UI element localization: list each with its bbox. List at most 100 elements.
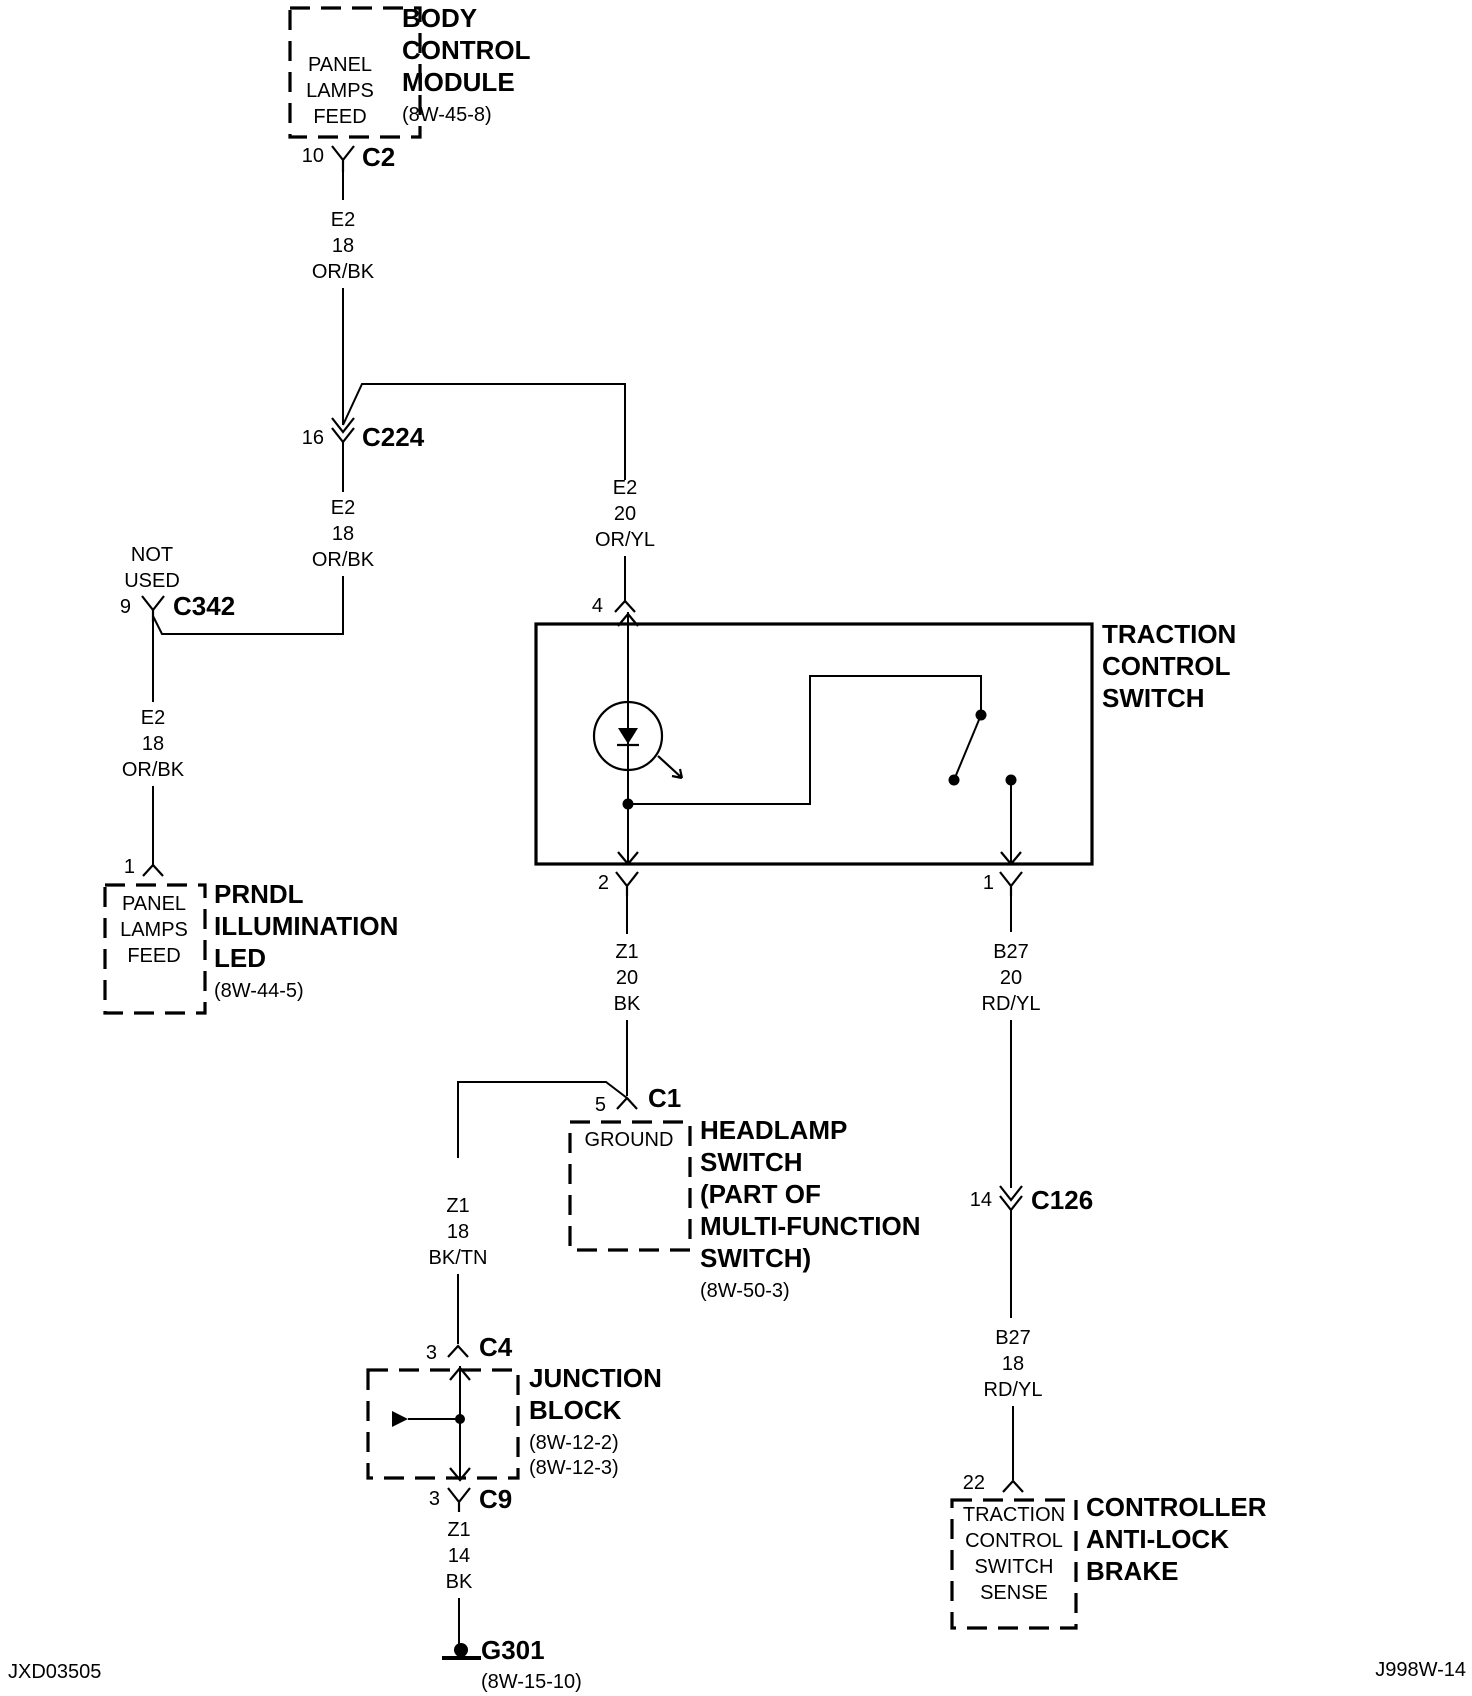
led-light-arrow [657, 755, 684, 780]
c224-label: C224 [362, 422, 425, 452]
connector-c1: 5 C1 [595, 1083, 681, 1116]
wire-w6-label: B27 20 RD/YL [982, 941, 1041, 1015]
wire-w5-label: Z1 20 BK [614, 941, 641, 1015]
ts-name-3: SWITCH [1102, 683, 1205, 713]
w3-circuit: E2 [613, 477, 637, 499]
c2-label: C2 [362, 142, 395, 172]
w2-color: OR/BK [312, 549, 375, 571]
junction-dashed-box [366, 1368, 520, 1480]
headlamp-pin-label: GROUND [585, 1129, 674, 1151]
bcm-name-3: MODULE [402, 67, 515, 97]
w7-gauge: 18 [447, 1221, 469, 1243]
wire-w2-lower [152, 576, 344, 635]
c126-pin-number: 14 [970, 1189, 992, 1211]
c1-connector-symbol [616, 1096, 638, 1110]
c126-connector-symbol [999, 1185, 1023, 1212]
footer-right-code: J998W-14 [1375, 1659, 1466, 1681]
junction-arrow-bottom [449, 1467, 471, 1482]
c4-pin-number: 3 [426, 1342, 437, 1364]
ts-pin1-number: 1 [983, 872, 994, 894]
ts-pin2-symbol [615, 871, 639, 896]
switch-contact-open [948, 774, 960, 786]
ground-icon [454, 1643, 468, 1657]
w6-color: RD/YL [982, 993, 1041, 1015]
bcm-dashed-box [288, 6, 422, 139]
ts-pin4-number: 4 [592, 595, 603, 617]
c224-pin-number: 16 [302, 427, 324, 449]
abs-pin-symbol [1002, 1479, 1024, 1493]
wire-w3-label: E2 20 OR/YL [595, 477, 655, 551]
w4-gauge: 18 [142, 733, 164, 755]
wire-w7-label: Z1 18 BK/TN [429, 1195, 488, 1269]
bcm-pin-label-3: FEED [313, 106, 366, 128]
ground-name: G301 [481, 1635, 545, 1665]
bcm-name-1: BODY [402, 3, 477, 33]
junction-name-2: BLOCK [529, 1395, 622, 1425]
c9-label: C9 [479, 1484, 512, 1514]
junction-name-1: JUNCTION [529, 1363, 662, 1393]
c4-connector-symbol [447, 1344, 469, 1358]
connector-c126: 14 C126 [970, 1185, 1093, 1215]
connector-c342: NOT USED 9 C342 [120, 544, 235, 622]
abs-pin-label-2: CONTROL [965, 1530, 1063, 1552]
footer-left-code: JXD03505 [8, 1661, 101, 1683]
headlamp-ref: (8W-50-3) [700, 1280, 790, 1302]
c2-connector-symbol [331, 145, 355, 172]
c1-pin-number: 5 [595, 1094, 606, 1116]
prndl-pin-label-1: PANEL [122, 893, 186, 915]
c126-label: C126 [1031, 1185, 1093, 1215]
connector-c4: 3 C4 [426, 1332, 513, 1364]
headlamp-name-5: SWITCH) [700, 1243, 811, 1273]
junction-ref-2: (8W-12-3) [529, 1457, 619, 1479]
headlamp-switch: GROUND HEADLAMP SWITCH (PART OF MULTI-FU… [568, 1115, 920, 1302]
w8-gauge: 18 [1002, 1353, 1024, 1375]
w6-gauge: 20 [1000, 967, 1022, 989]
anti-lock-brake-controller: 22 TRACTION CONTROL SWITCH SENSE CONTROL… [950, 1472, 1267, 1630]
w1-circuit: E2 [331, 209, 355, 231]
w1-gauge: 18 [332, 235, 354, 257]
ts-internal-output-arrow [1000, 851, 1022, 866]
prndl-pin-symbol [142, 863, 164, 877]
abs-name-1: CONTROLLER [1086, 1492, 1267, 1522]
prndl-pin-label-2: LAMPS [120, 919, 188, 941]
headlamp-name-1: HEADLAMP [700, 1115, 847, 1145]
w9-color: BK [446, 1571, 473, 1593]
wire-w9-label: Z1 14 BK [446, 1519, 473, 1593]
ts-pin1-symbol [999, 871, 1023, 896]
prndl-pin-number: 1 [124, 856, 135, 878]
w8-color: RD/YL [984, 1379, 1043, 1401]
prndl-ref: (8W-44-5) [214, 980, 304, 1002]
connector-c224: 16 C224 [302, 417, 425, 452]
body-control-module: PANEL LAMPS FEED BODY CONTROL MODULE (8W… [288, 3, 531, 139]
headlamp-name-4: MULTI-FUNCTION [700, 1211, 920, 1241]
ground-ref: (8W-15-10) [481, 1671, 582, 1693]
c342-note-2: USED [124, 570, 180, 592]
prndl-name-2: ILLUMINATION [214, 911, 398, 941]
abs-name-3: BRAKE [1086, 1556, 1178, 1586]
c4-label: C4 [479, 1332, 513, 1362]
led-icon [618, 728, 638, 744]
c342-label: C342 [173, 591, 235, 621]
w6-circuit: B27 [993, 941, 1029, 963]
abs-pin-label-3: SWITCH [975, 1556, 1054, 1578]
ts-pin2-number: 2 [598, 872, 609, 894]
ts-internal-arrow-top [617, 612, 639, 627]
wire-w7-splice-run [457, 1081, 628, 1158]
wire-w8-label: B27 18 RD/YL [984, 1327, 1043, 1401]
c1-label: C1 [648, 1083, 681, 1113]
w9-gauge: 14 [448, 1545, 470, 1567]
prndl-name-1: PRNDL [214, 879, 304, 909]
w4-color: OR/BK [122, 759, 185, 781]
prndl-illumination-led: 1 PANEL LAMPS FEED PRNDL ILLUMINATION LE… [103, 856, 398, 1015]
w7-circuit: Z1 [446, 1195, 469, 1217]
bcm-name-2: CONTROL [402, 35, 531, 65]
c342-connector-symbol [141, 595, 165, 622]
ts-internal-arrow-bottom [617, 851, 639, 866]
c2-pin-number: 10 [302, 145, 324, 167]
w9-circuit: Z1 [447, 1519, 470, 1541]
w5-color: BK [614, 993, 641, 1015]
led-circle [592, 700, 664, 772]
bcm-pin-label-2: LAMPS [306, 80, 374, 102]
w8-circuit: B27 [995, 1327, 1031, 1349]
junction-ref-1: (8W-12-2) [529, 1432, 619, 1454]
